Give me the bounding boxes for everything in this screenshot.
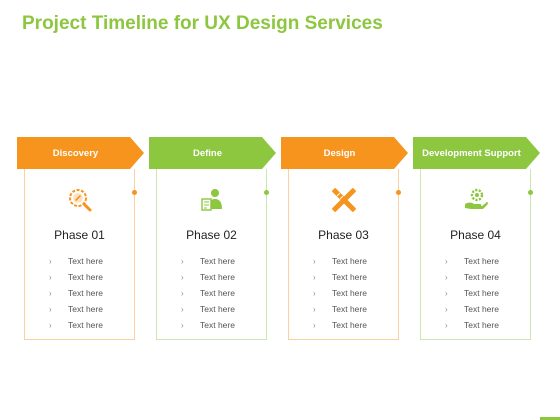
stage-arrow-define: Define (149, 137, 276, 169)
list-item-text: Text here (68, 304, 103, 314)
hand-gear-icon (465, 188, 488, 209)
connector-dot (264, 190, 269, 195)
list-item-text: Text here (200, 288, 235, 298)
list-item-text: Text here (200, 320, 235, 330)
connector-dot (132, 190, 137, 195)
chevron-right-icon: › (313, 321, 316, 330)
chevron-right-icon: › (313, 273, 316, 282)
list-item: › Text here (49, 285, 103, 301)
list-item-text: Text here (332, 320, 367, 330)
list-item-text: Text here (464, 320, 499, 330)
list-item-text: Text here (464, 272, 499, 282)
chevron-right-icon: › (313, 289, 316, 298)
list-item: › Text here (313, 253, 367, 269)
phase-card-1: Phase 01 › Text here › Text here › Text her… (24, 169, 135, 340)
connector-line (132, 190, 137, 340)
chevron-right-icon: › (181, 257, 184, 266)
chevron-right-icon: › (49, 305, 52, 314)
chevron-right-icon: › (181, 273, 184, 282)
chevron-right-icon: › (49, 321, 52, 330)
list-item-text: Text here (464, 256, 499, 266)
list-item-text: Text here (464, 288, 499, 298)
phase-title: Phase 01 (54, 228, 105, 242)
list-item-text: Text here (68, 288, 103, 298)
chevron-right-icon: › (49, 273, 52, 282)
list-item: › Text here (181, 301, 235, 317)
chevron-right-icon: › (313, 305, 316, 314)
chevron-right-icon: › (445, 273, 448, 282)
chevron-right-icon: › (49, 257, 52, 266)
chevron-right-icon: › (445, 305, 448, 314)
list-item: › Text here (49, 269, 103, 285)
list-item: › Text here (49, 317, 103, 333)
bullet-list: › Text here › Text here › Text here › Text h… (313, 253, 367, 333)
list-item: › Text here (445, 269, 499, 285)
list-item: › Text here (181, 269, 235, 285)
list-item: › Text here (445, 253, 499, 269)
chevron-right-icon: › (445, 289, 448, 298)
phase-title: Phase 02 (186, 228, 237, 242)
chevron-right-icon: › (181, 305, 184, 314)
chevron-right-icon: › (445, 321, 448, 330)
list-item-text: Text here (68, 256, 103, 266)
list-item: › Text here (445, 285, 499, 301)
list-item-text: Text here (464, 304, 499, 314)
chevron-right-icon: › (49, 289, 52, 298)
phase-title: Phase 04 (450, 228, 501, 242)
connector-dot (396, 190, 401, 195)
list-item: › Text here (313, 317, 367, 333)
list-item: › Text here (181, 253, 235, 269)
list-item-text: Text here (200, 272, 235, 282)
bullet-list: › Text here › Text here › Text here › Text h… (181, 253, 235, 333)
list-item-text: Text here (200, 304, 235, 314)
chevron-right-icon: › (181, 321, 184, 330)
person-document-icon (201, 189, 222, 211)
list-item: › Text here (445, 301, 499, 317)
connector-dot (528, 190, 533, 195)
list-item: › Text here (49, 253, 103, 269)
connector-line (264, 190, 269, 340)
list-item-text: Text here (68, 320, 103, 330)
list-item-text: Text here (200, 256, 235, 266)
list-item: › Text here (49, 301, 103, 317)
phase-card-2: Phase 02 › Text here › Text here › Text her… (156, 169, 267, 340)
list-item: › Text here (181, 285, 235, 301)
connector-line (396, 190, 401, 340)
chevron-right-icon: › (313, 257, 316, 266)
list-item-text: Text here (332, 272, 367, 282)
accent-bar (540, 417, 560, 420)
phase-card-4: Phase 04 › Text here › Text here › Text her… (420, 169, 531, 340)
connector-line (528, 190, 533, 340)
bullet-list: › Text here › Text here › Text here › Text h… (445, 253, 499, 333)
chevron-right-icon: › (445, 257, 448, 266)
list-item: › Text here (313, 285, 367, 301)
list-item: › Text here (445, 317, 499, 333)
list-item-text: Text here (332, 256, 367, 266)
list-item: › Text here (313, 269, 367, 285)
list-item: › Text here (313, 301, 367, 317)
stage-arrow-development-support: Development Support (413, 137, 540, 169)
stage-arrow-design: Design (281, 137, 408, 169)
bullet-list: › Text here › Text here › Text here › Text h… (49, 253, 103, 333)
pencil-ruler-icon (332, 188, 356, 212)
list-item: › Text here (181, 317, 235, 333)
page-title: Project Timeline for UX Design Services (22, 13, 383, 34)
phase-card-3: Phase 03 › Text here › Text here › Text her… (288, 169, 399, 340)
list-item-text: Text here (332, 304, 367, 314)
stage-arrow-discovery: Discovery (17, 137, 144, 169)
list-item-text: Text here (332, 288, 367, 298)
chevron-right-icon: › (181, 289, 184, 298)
phase-title: Phase 03 (318, 228, 369, 242)
list-item-text: Text here (68, 272, 103, 282)
magnifier-gear-icon (69, 189, 92, 212)
